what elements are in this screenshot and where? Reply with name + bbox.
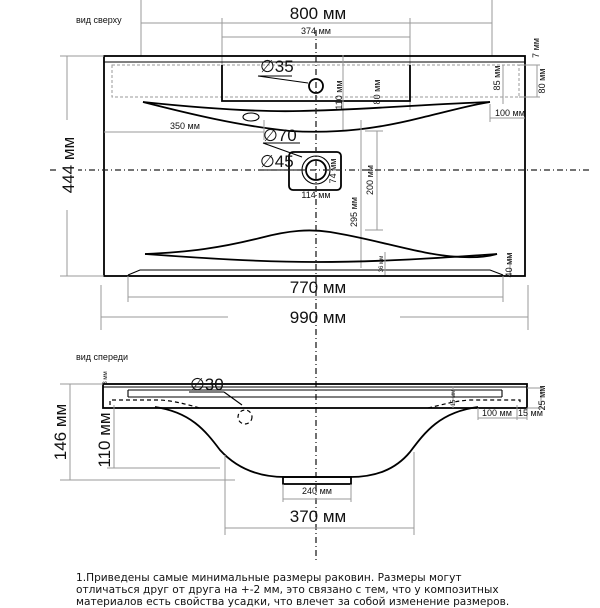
label-drain-inner: ∅45 — [260, 152, 294, 171]
overflow-hole — [242, 112, 260, 122]
label-drain-outer: ∅70 — [263, 126, 297, 145]
bowl-front-curve — [144, 229, 498, 259]
label-height-146: 146 мм — [51, 404, 70, 460]
footnote-line-2: отличаться друг от друга на +-2 мм, это … — [76, 584, 499, 596]
bowl-back-edge — [142, 101, 491, 113]
leader-line — [257, 75, 309, 84]
label-overflow-diameter: ∅30 — [190, 375, 224, 394]
drain-base — [282, 476, 352, 485]
label-240: 240 мм — [302, 486, 332, 496]
label-100-front: 100 мм — [482, 408, 512, 418]
label-width-800: 800 мм — [290, 4, 346, 23]
footnote-line-1: 1.Приведены самые минимальные размеры ра… — [76, 572, 462, 584]
footnote: 1.Приведены самые минимальные размеры ра… — [76, 572, 509, 608]
front-view: вид спереди 8 мм ∅30 146 мм 110 мм 15 мм — [51, 352, 547, 535]
label-15-vertical: 15 мм — [451, 390, 457, 407]
label-25: 25 мм — [537, 386, 547, 411]
dashed-inner-right — [427, 399, 521, 409]
label-depth-444: 444 мм — [59, 137, 78, 193]
leader-line — [262, 142, 303, 158]
leader-line — [223, 391, 243, 406]
front-view-title: вид спереди — [76, 352, 128, 362]
dashed-inner-left — [109, 399, 201, 409]
bowl-front-edge — [144, 253, 498, 263]
label-width-770: 770 мм — [290, 278, 346, 297]
label-width-990: 990 мм — [290, 308, 346, 327]
label-200: 200 мм — [365, 165, 375, 195]
label-350: 350 мм — [170, 121, 200, 131]
label-100: 100 мм — [495, 108, 525, 118]
top-view-title: вид сверху — [76, 15, 122, 25]
front-lip — [127, 269, 504, 276]
footnote-line-3: материалов есть свойства усадки, что вле… — [76, 596, 510, 608]
drain-box — [288, 151, 342, 191]
label-36: 36 мм — [379, 256, 385, 273]
label-height-110: 110 мм — [95, 412, 114, 467]
label-74: 74 мм — [328, 159, 338, 184]
label-8: 8 мм — [103, 371, 109, 384]
label-40: 40 мм — [504, 253, 514, 278]
label-7: 7 мм — [531, 38, 541, 58]
label-bg — [58, 120, 78, 210]
label-295: 295 мм — [349, 197, 359, 227]
bowl-back-curve — [142, 101, 491, 133]
label-85: 85 мм — [492, 66, 502, 91]
overflow-hole-dashed — [237, 409, 253, 425]
label-15-horizontal: 15 мм — [518, 408, 543, 418]
top-view: вид сверху 800 мм 374 мм ∅35 110 мм 80 м… — [50, 0, 590, 560]
label-80: 80 мм — [372, 80, 382, 105]
label-110: 110 мм — [334, 80, 344, 109]
top-outline — [103, 55, 526, 277]
label-width-370: 370 мм — [290, 507, 346, 526]
label-faucet-diameter: ∅35 — [260, 57, 294, 76]
slab-outline — [102, 383, 528, 409]
label-80-right: 80 мм — [537, 69, 547, 94]
